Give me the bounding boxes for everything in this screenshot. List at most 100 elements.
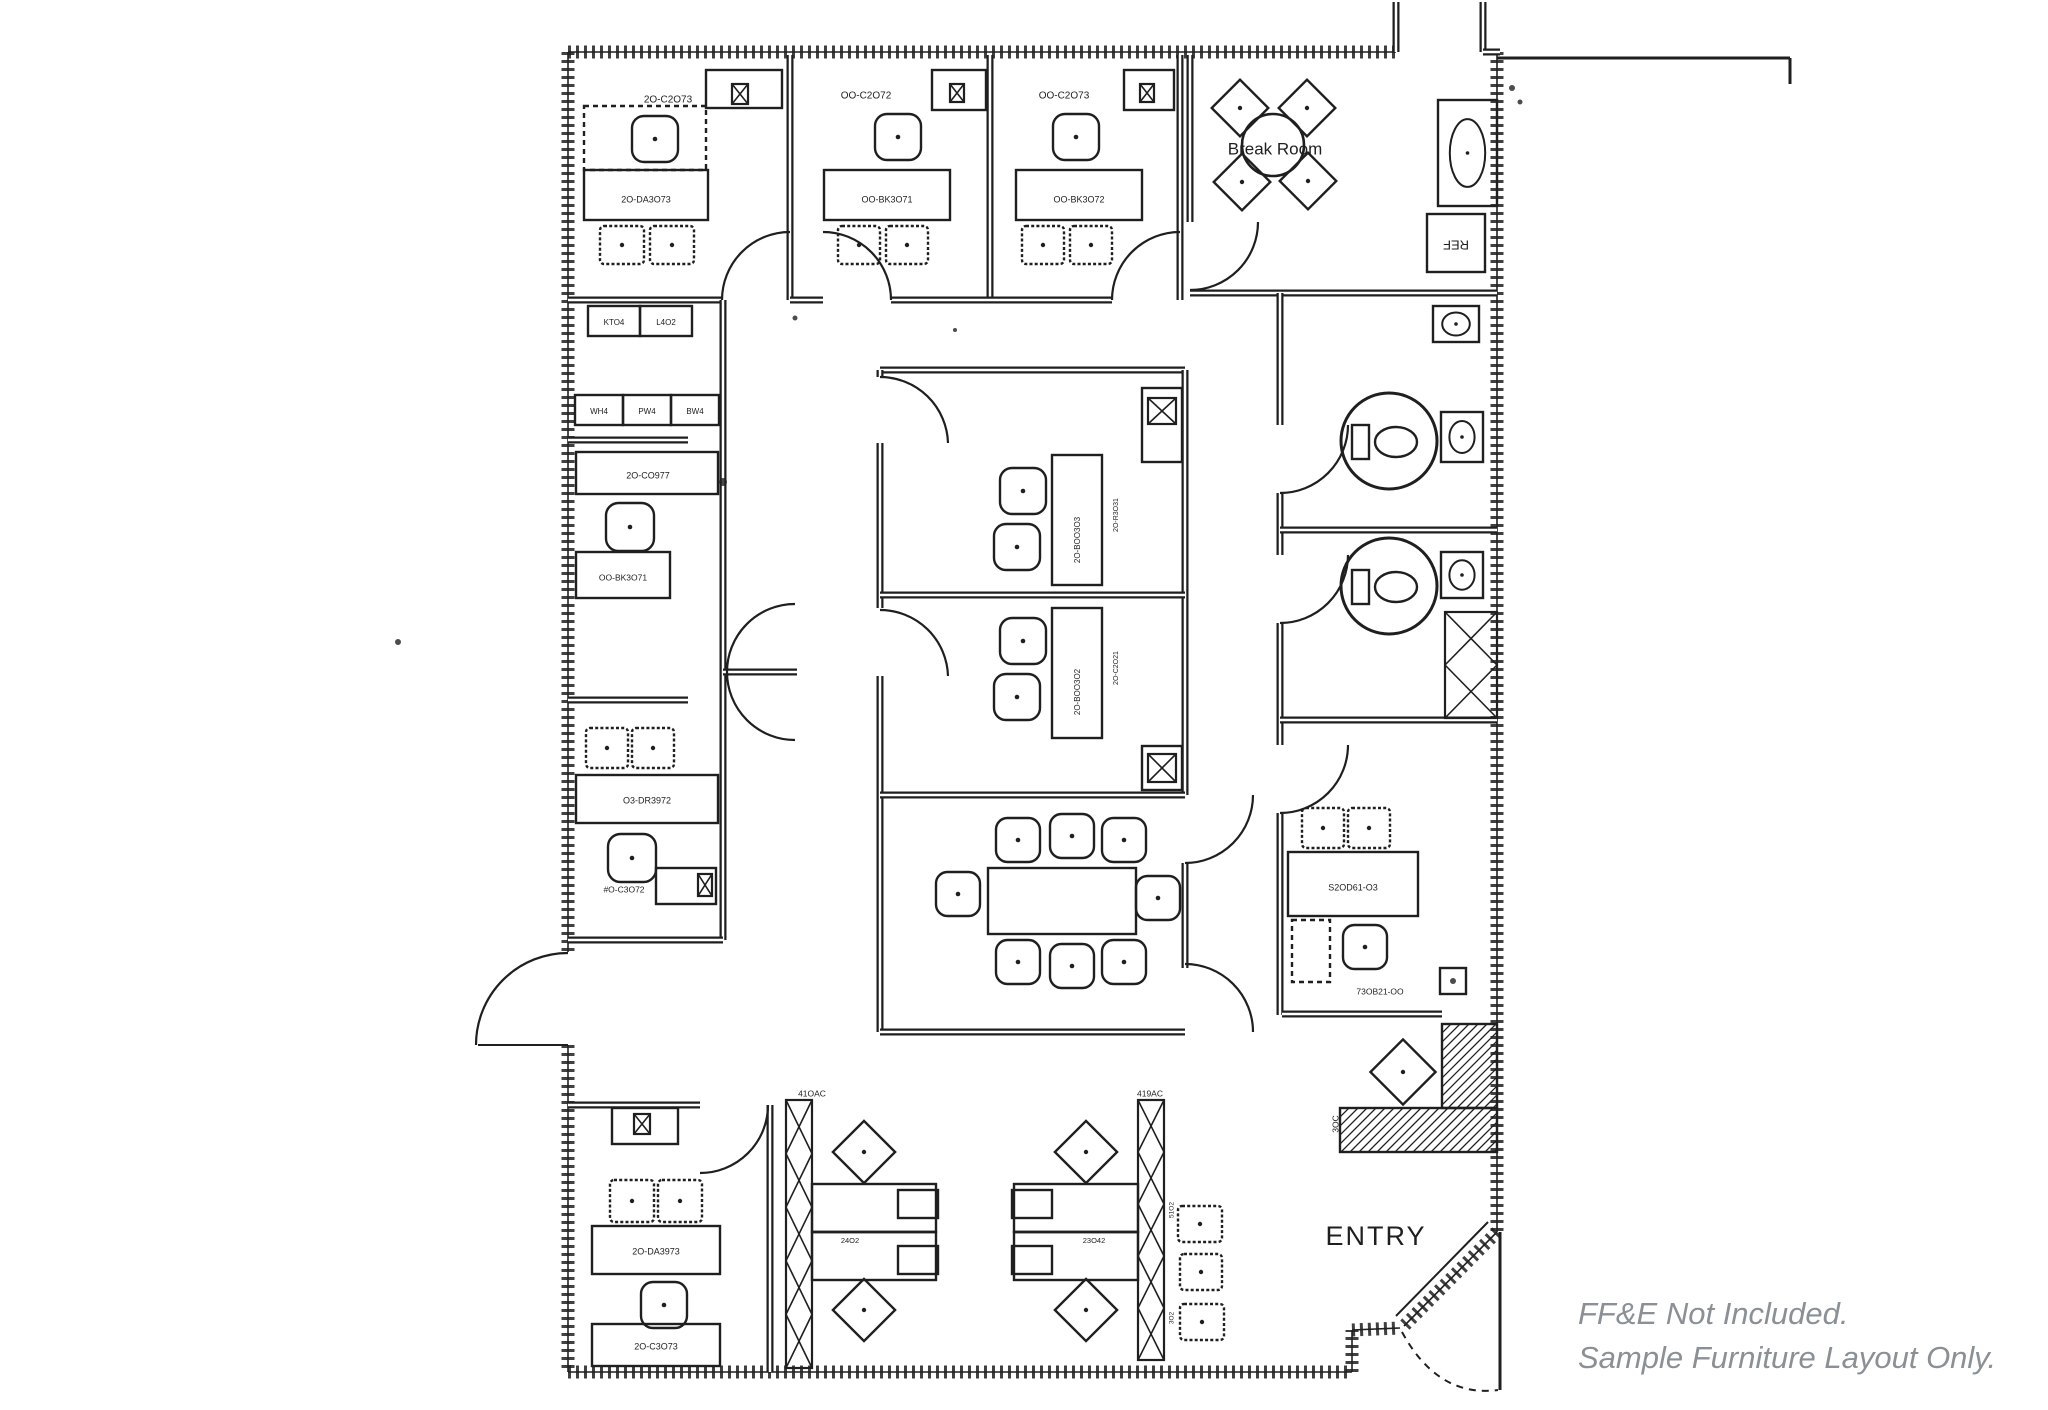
entry-wall-step-h bbox=[1351, 1321, 1401, 1337]
refrigerator bbox=[1425, 212, 1487, 274]
furniture-code: 3O2 bbox=[1169, 1311, 1176, 1324]
left-exterior-door-swing bbox=[474, 951, 569, 1046]
furniture-code: WH4 bbox=[590, 407, 608, 416]
scan-speck bbox=[792, 315, 798, 321]
furniture-code: BW4 bbox=[686, 407, 704, 416]
pedestal-file bbox=[1010, 1244, 1054, 1276]
furniture-code: 73OB21-OO bbox=[1356, 986, 1404, 996]
furniture-code: 2O-CO977 bbox=[626, 470, 670, 480]
guest-chair bbox=[1300, 806, 1346, 850]
cabinet bbox=[1140, 386, 1184, 464]
furniture-code: 2O-C2O73 bbox=[644, 95, 693, 106]
reception-counter bbox=[1338, 1106, 1499, 1154]
guest-chair bbox=[630, 726, 676, 770]
corridor-door-swing-south bbox=[725, 671, 796, 742]
furniture-code: 2O-DA3973 bbox=[632, 1246, 680, 1256]
cubicle-chair bbox=[1053, 1277, 1119, 1343]
conference-chair bbox=[1048, 942, 1096, 990]
cabinet bbox=[610, 1106, 680, 1146]
office-chair bbox=[998, 466, 1048, 516]
office1-door-swing bbox=[720, 230, 791, 301]
break-room-chair bbox=[1212, 152, 1272, 212]
furniture-code: 419AC bbox=[1137, 1088, 1163, 1098]
bottom-office-door-swing bbox=[699, 1104, 770, 1175]
guest-chair bbox=[584, 726, 630, 770]
furniture-code: 2O-R3O31 bbox=[1113, 498, 1120, 532]
cabinet-glyph bbox=[1146, 396, 1178, 426]
conference-door-swing-2 bbox=[1184, 962, 1255, 1033]
desk bbox=[574, 450, 720, 496]
desk bbox=[1014, 168, 1144, 222]
pedestal-file bbox=[896, 1188, 940, 1220]
cabinet-glyph bbox=[1138, 82, 1156, 104]
scan-speck bbox=[1509, 85, 1515, 91]
disclaimer-note: FF&E Not Included. Sample Furniture Layo… bbox=[1578, 1292, 1996, 1380]
restroom1-sink bbox=[1439, 410, 1485, 464]
desk bbox=[590, 1322, 722, 1368]
desk bbox=[1050, 453, 1104, 587]
furniture-code: OO-BK3O71 bbox=[861, 194, 912, 204]
entry-label: ENTRY bbox=[1325, 1221, 1426, 1251]
office3-door-swing bbox=[1110, 230, 1181, 301]
conference-chair bbox=[1134, 874, 1182, 922]
break-room-sink-counter bbox=[1436, 98, 1499, 208]
file-cabinet bbox=[669, 393, 721, 427]
cabinet-glyph bbox=[1146, 752, 1178, 784]
desk bbox=[582, 168, 710, 222]
side-chair bbox=[1178, 1302, 1226, 1342]
furniture-code: 41OAC bbox=[798, 1088, 826, 1098]
scan-speck bbox=[1517, 99, 1523, 105]
desk-return bbox=[1290, 918, 1332, 984]
furniture-code: 3OC bbox=[1330, 1115, 1340, 1132]
desk bbox=[574, 550, 672, 600]
cabinet-glyph bbox=[730, 82, 750, 106]
furniture-code: O3-DR3972 bbox=[623, 795, 671, 805]
reception-chair bbox=[1368, 1037, 1438, 1107]
toilet-icon bbox=[1350, 423, 1419, 461]
cubicle-panel-spine-1 bbox=[784, 1098, 814, 1370]
entry-inner-diagonal bbox=[1395, 1221, 1489, 1317]
guest-chair bbox=[608, 1178, 656, 1224]
desk bbox=[822, 168, 952, 222]
guest-chair bbox=[1068, 224, 1114, 266]
guest-chair bbox=[1020, 224, 1066, 266]
restroom1-door-swing bbox=[1279, 424, 1350, 495]
furniture-code: 24O2 bbox=[841, 1236, 859, 1245]
restroom2-sink bbox=[1439, 550, 1485, 600]
conference-chair bbox=[994, 938, 1042, 986]
furniture-code: #O-C3O72 bbox=[603, 884, 644, 894]
scan-speck bbox=[953, 328, 957, 332]
janitor-closet bbox=[1443, 610, 1499, 720]
cabinet bbox=[930, 68, 988, 112]
office-chair bbox=[1341, 923, 1389, 971]
reception-counter-return bbox=[1440, 1022, 1499, 1110]
core-office1-door-swing bbox=[879, 375, 950, 444]
conference-door-swing-1 bbox=[1184, 794, 1255, 865]
worksurface bbox=[810, 1230, 938, 1282]
core-office2-door-swing bbox=[879, 608, 950, 677]
furniture-code: OO-C2O72 bbox=[841, 91, 892, 102]
office-chair bbox=[1051, 112, 1101, 162]
conference-chair bbox=[1048, 812, 1096, 860]
side-chair bbox=[1178, 1252, 1224, 1292]
cubicle-chair bbox=[831, 1277, 897, 1343]
scan-speck bbox=[395, 639, 401, 645]
cubicle-chair bbox=[831, 1119, 897, 1185]
office-chair bbox=[630, 114, 680, 164]
office2-door-swing bbox=[822, 230, 893, 301]
conference-chair bbox=[934, 870, 982, 918]
cabinet-glyph bbox=[696, 872, 714, 898]
office-chair bbox=[873, 112, 923, 162]
guest-chair bbox=[598, 224, 646, 266]
entry-diagonal-wall bbox=[1399, 1227, 1502, 1331]
right-office-door-swing bbox=[1279, 744, 1350, 815]
cubicle-chair bbox=[1053, 1119, 1119, 1185]
cubicle-panel-spine-2 bbox=[1136, 1098, 1166, 1362]
office-chair bbox=[606, 832, 658, 884]
furniture-code: 2O-BOO3O3 bbox=[1073, 516, 1082, 563]
furniture-code: OO-BK3O72 bbox=[1053, 194, 1104, 204]
office-chair bbox=[604, 501, 656, 553]
conference-chair bbox=[1100, 938, 1148, 986]
furniture-code: OO-BK3O71 bbox=[599, 572, 647, 582]
